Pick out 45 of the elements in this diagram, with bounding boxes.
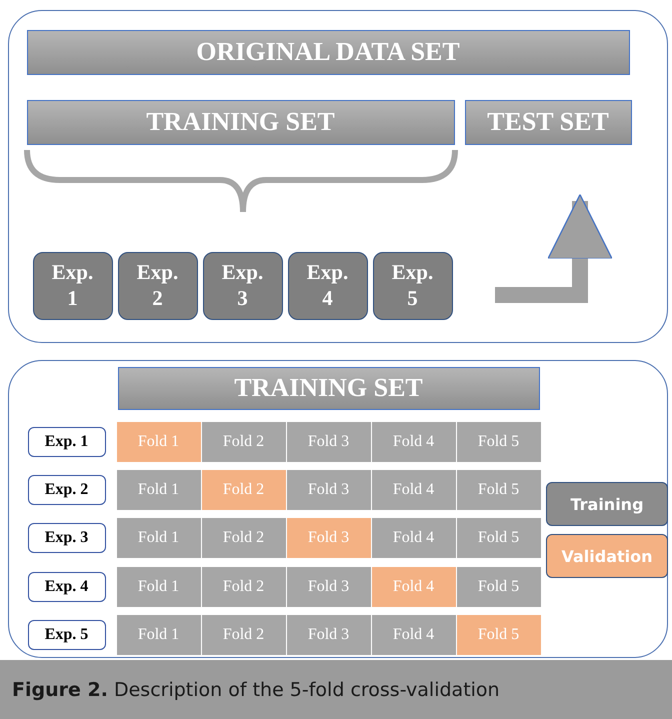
experiment-label: Exp. 3 [28,522,106,552]
training-fold-cell: Fold 2 [202,518,286,558]
experiment-label: Exp. 2 [28,474,106,504]
training-fold-cell: Fold 1 [116,614,200,654]
training-fold-cell: Fold 1 [116,566,200,606]
rounded-panel [8,10,668,343]
training-fold-cell: Fold 4 [372,470,456,510]
experiment-box: Exp. 5 [372,252,452,320]
training-fold-cell: Fold 1 [116,518,200,558]
validation-fold-cell: Fold 5 [456,614,540,654]
experiment-box: Exp. 4 [288,252,368,320]
training-fold-cell: Fold 3 [286,422,370,462]
training-fold-cell: Fold 5 [456,470,540,510]
legend-label: Validation [561,546,653,566]
title-bar: TEST SET [464,100,632,144]
arrow [495,194,613,303]
title-bar: TRAINING SET [26,100,454,144]
validation-fold-cell: Fold 3 [286,518,370,558]
validation-fold-cell: Fold 1 [116,422,200,462]
training-fold-cell: Fold 4 [372,614,456,654]
title-bar: TRAINING SET [118,366,540,410]
validation-fold-cell: Fold 2 [202,470,286,510]
training-fold-cell: Fold 5 [456,422,540,462]
validation-fold-cell: Fold 4 [372,566,456,606]
experiment-label: Exp. 5 [28,620,106,650]
training-fold-cell: Fold 2 [202,422,286,462]
training-fold-cell: Fold 4 [372,422,456,462]
experiment-box: Exp. 2 [118,252,198,320]
training-fold-cell: Fold 1 [116,470,200,510]
training-fold-cell: Fold 3 [286,470,370,510]
training-fold-cell: Fold 5 [456,518,540,558]
training-fold-cell: Fold 3 [286,566,370,606]
experiment-label: Exp. 4 [28,572,106,602]
experiment-label: Exp. 1 [28,426,106,456]
figure-caption: Figure 2. Description of the 5-fold cross-validation [12,678,500,700]
experiment-box: Exp. 1 [32,252,112,320]
legend-label: Training [570,494,644,514]
training-fold-cell: Fold 2 [202,614,286,654]
rounded-panel [8,360,668,658]
experiment-box: Exp. 3 [202,252,282,320]
training-fold-cell: Fold 2 [202,566,286,606]
training-fold-cell: Fold 3 [286,614,370,654]
training-fold-cell: Fold 4 [372,518,456,558]
training-fold-cell: Fold 5 [456,566,540,606]
title-bar: ORIGINAL DATA SET [26,30,630,74]
